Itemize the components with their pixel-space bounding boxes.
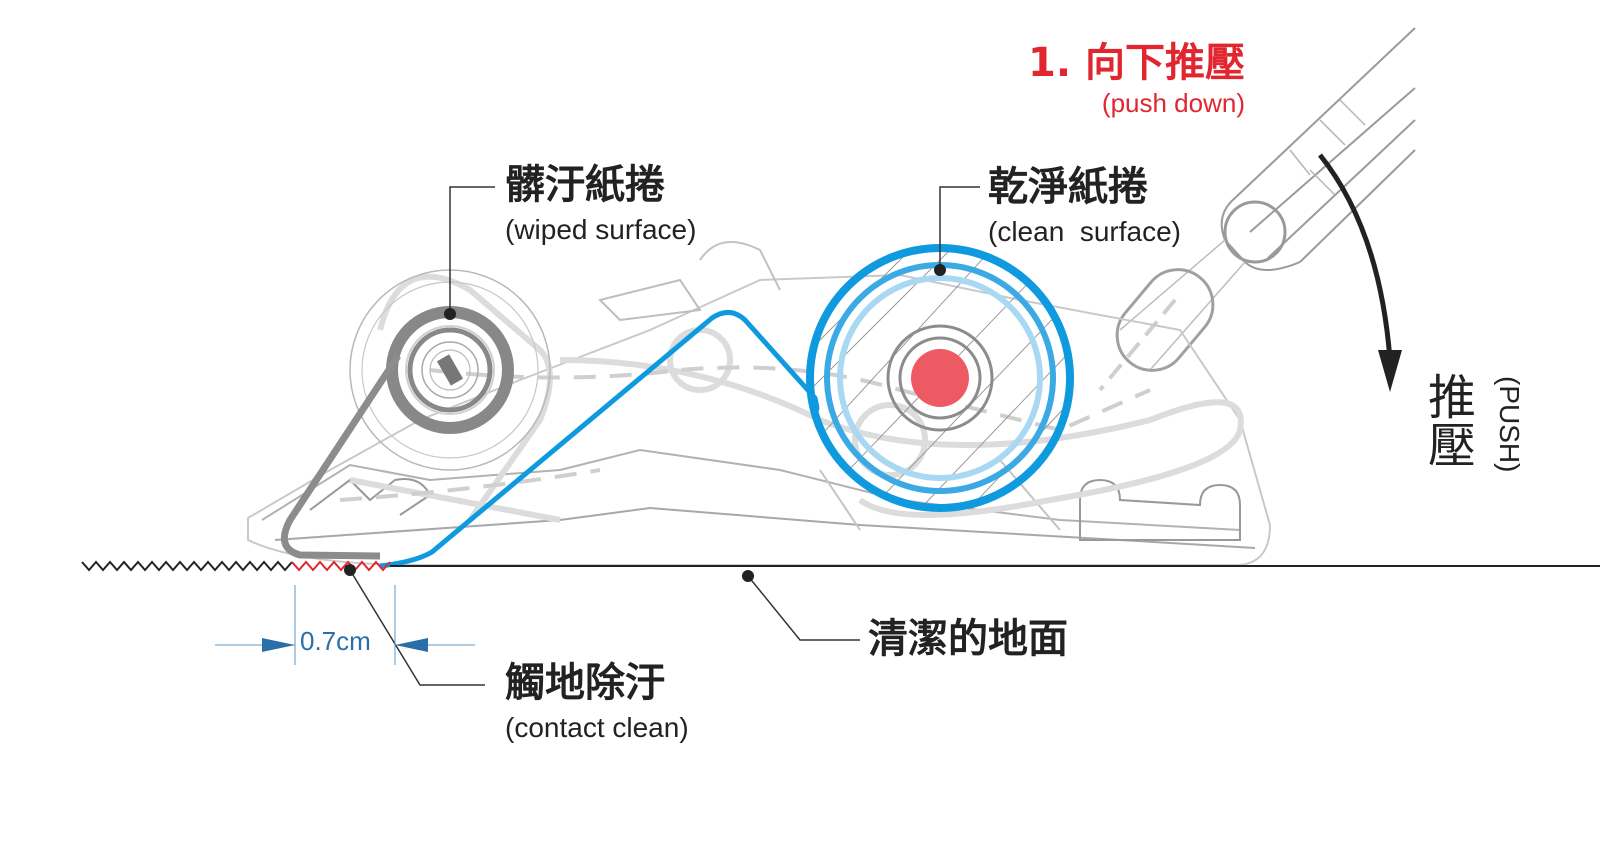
contact-clean-label-group: 觸地除汙 (contact clean) (505, 660, 689, 744)
handle (1098, 27, 1416, 392)
paper-path (379, 310, 820, 569)
clean-roll-sublabel: (clean surface) (988, 216, 1181, 247)
contact-clean-sublabel: (contact clean) (505, 712, 689, 743)
wiped-roll-label: 髒汙紙捲 (505, 162, 665, 208)
contact-zone-zigzag (291, 560, 391, 572)
clean-roll (806, 244, 1074, 512)
dimension-marker (215, 585, 475, 665)
leader-lines (349, 186, 980, 686)
push-arrow-icon (1318, 153, 1402, 392)
dimension-arrow-left-icon (262, 638, 295, 652)
handle-joint-icon (1223, 200, 1287, 264)
wiped-roll-sublabel: (wiped surface) (505, 214, 697, 245)
wiped-roll-label-group: 髒汙紙捲 (wiped surface) (505, 162, 696, 246)
dirty-floor-zigzag (81, 560, 293, 572)
clean-roll-label-group: 乾淨紙捲 (clean surface) (988, 164, 1181, 248)
step-title: 1. 向下推壓 (1028, 40, 1245, 86)
step-subtitle: (push down) (1101, 88, 1245, 118)
clean-floor-label: 清潔的地面 (868, 616, 1068, 662)
dimension-arrow-right-icon (395, 638, 428, 652)
push-sublabel: (PUSH) (1494, 376, 1525, 473)
step-title-group: 1. 向下推壓 (push down) (985, 40, 1245, 118)
contact-clean-label: 觸地除汙 (505, 660, 665, 706)
device-body (247, 241, 1272, 566)
roll-slot-icon (436, 354, 464, 386)
clean-roll-label: 乾淨紙捲 (988, 164, 1148, 210)
roll-hub-icon (911, 349, 969, 407)
dimension-label: 0.7cm (300, 626, 371, 656)
leader-dots (344, 264, 946, 582)
push-label: 推壓 (1420, 372, 1473, 468)
